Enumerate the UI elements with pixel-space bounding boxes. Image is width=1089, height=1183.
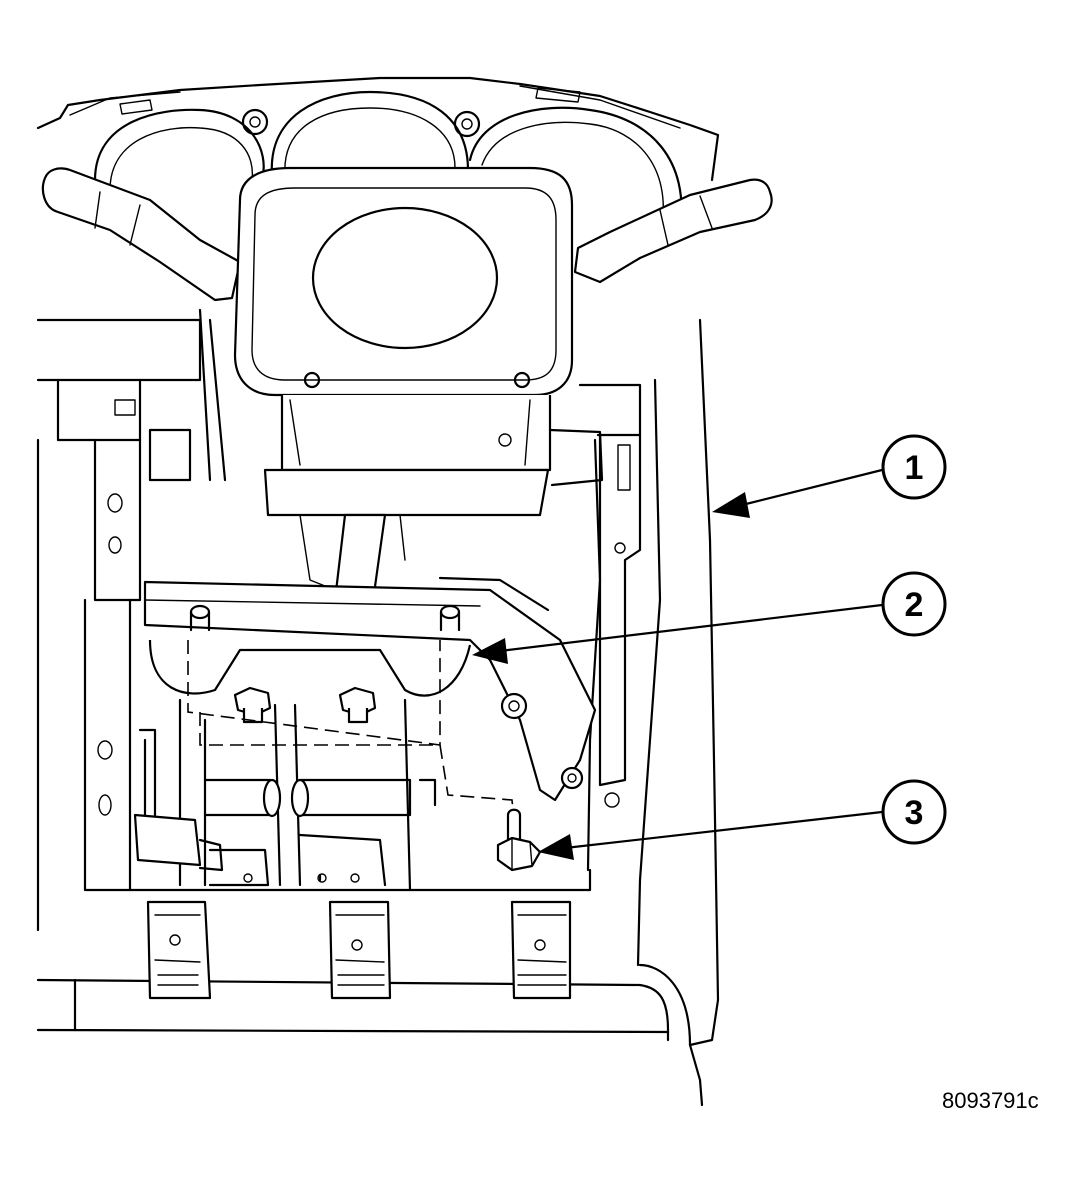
bracket-nuts (233, 686, 377, 724)
retaining-clips (146, 900, 572, 1000)
left-frame (36, 308, 227, 932)
hidden-lines (187, 640, 516, 831)
callout-1: 1 (881, 434, 947, 500)
instrument-panel-top (36, 76, 720, 182)
right-stalk (573, 178, 773, 284)
support-bracket (143, 576, 597, 802)
callout-1-number: 1 (905, 449, 924, 487)
lower-panel (36, 868, 704, 1107)
arrow-head-1 (712, 492, 750, 518)
callout-2: 2 (881, 571, 947, 637)
callout-2-number: 2 (905, 586, 924, 624)
column-shroud (263, 395, 604, 517)
mounting-bolt (496, 808, 542, 872)
callout-3: 3 (881, 779, 947, 845)
figure-id: 8093791c (942, 1088, 1039, 1113)
callout-3-number: 3 (905, 794, 924, 832)
arrow-head-3 (538, 834, 574, 860)
gauge-cluster (93, 90, 683, 232)
airbag-module (233, 166, 574, 397)
arrow-head-2 (472, 638, 508, 664)
lower-linkage (133, 698, 437, 892)
left-stalk (41, 167, 242, 302)
callout-arrows (472, 468, 884, 860)
right-frame (578, 318, 720, 1047)
